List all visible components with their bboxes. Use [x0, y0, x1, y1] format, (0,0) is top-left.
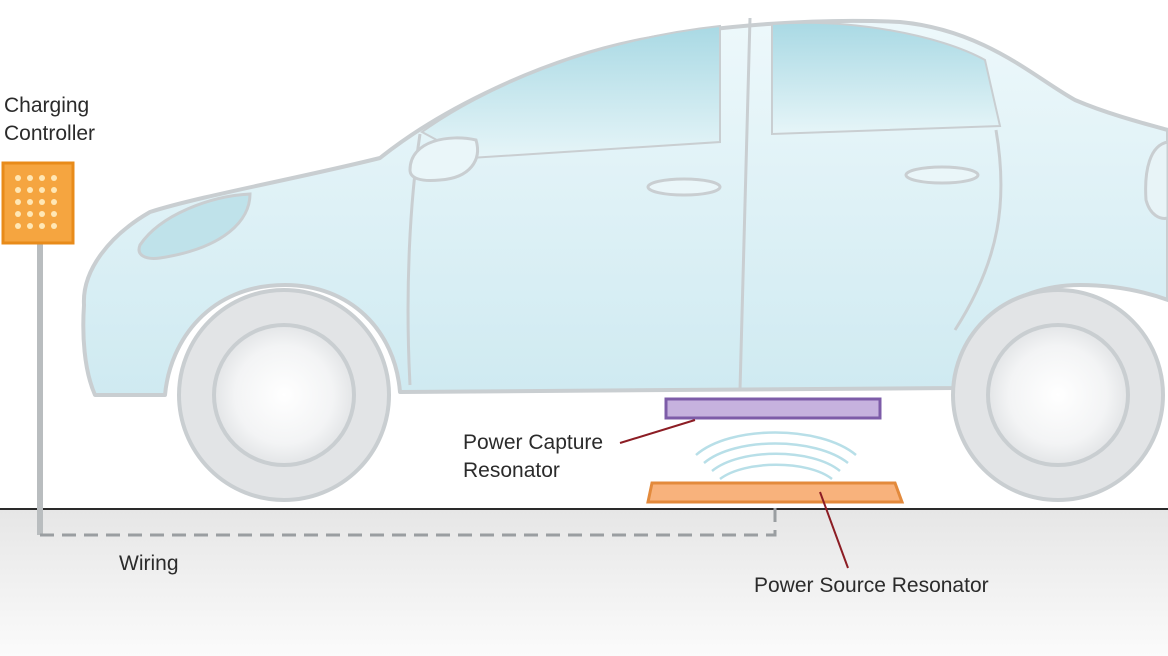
- rear-window: [771, 21, 1002, 136]
- ground: [0, 509, 1168, 656]
- front-window: [420, 24, 721, 160]
- wiring-cable: [40, 505, 777, 537]
- energy-waves: [695, 431, 857, 481]
- rear-door-outline: [953, 129, 1003, 331]
- rear-door-handle: [904, 165, 980, 185]
- taillight: [1144, 140, 1168, 220]
- source-leader-line: [819, 491, 849, 569]
- controller-post: [37, 242, 43, 535]
- side-mirror: [408, 136, 479, 182]
- controller-label-line1: Charging: [4, 94, 90, 117]
- door-divider: [738, 17, 752, 391]
- wiring-label: Wiring: [119, 552, 179, 575]
- capture-label-line1: Power Capture: [463, 431, 604, 454]
- controller-label-line2: Controller: [4, 122, 96, 145]
- power-capture-resonator: [664, 397, 882, 420]
- front-door-handle: [646, 177, 722, 197]
- capture-label-line2: Resonator: [463, 459, 560, 482]
- power-source-resonator: [646, 481, 905, 504]
- front-wheel: [177, 288, 391, 502]
- charging-controller-icon: [1, 161, 75, 245]
- headlight: [137, 192, 252, 260]
- source-label: Power Source Resonator: [754, 574, 989, 597]
- capture-leader-line: [619, 419, 696, 444]
- rear-wheel: [951, 288, 1165, 502]
